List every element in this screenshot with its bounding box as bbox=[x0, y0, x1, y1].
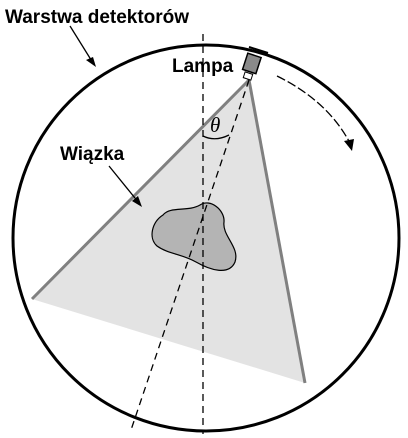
detector-label-arrowhead bbox=[86, 57, 96, 67]
lamp-label: Lampa bbox=[172, 56, 234, 77]
angle-arc bbox=[202, 134, 230, 140]
beam-label-arrowhead bbox=[132, 196, 142, 207]
detector-label-pointer bbox=[69, 25, 94, 64]
beam-label: Wiązka bbox=[60, 144, 125, 165]
lamp-nozzle bbox=[242, 71, 254, 81]
beam-right-edge bbox=[247, 79, 307, 384]
beam-left-edge bbox=[30, 78, 251, 301]
lamp-body bbox=[241, 52, 263, 75]
rotation-arrowhead bbox=[344, 139, 354, 151]
beam-label-pointer bbox=[108, 165, 140, 204]
lamp-base bbox=[248, 46, 269, 54]
detector-ring bbox=[11, 43, 401, 433]
beam-center-axis bbox=[130, 79, 250, 431]
rotation-arrow bbox=[276, 75, 353, 148]
detector-layer-label: Warstwa detektorów bbox=[5, 7, 189, 28]
scanned-object bbox=[151, 202, 237, 271]
lamp-source bbox=[241, 46, 269, 81]
angle-label: θ bbox=[210, 113, 220, 137]
